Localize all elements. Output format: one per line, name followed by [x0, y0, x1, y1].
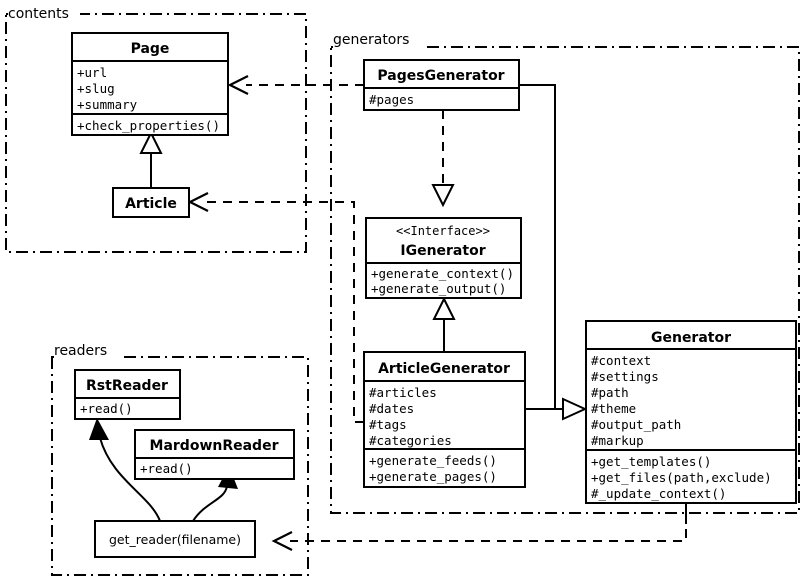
function-box-get-reader[interactable]: get_reader(filename) [94, 520, 256, 558]
class-method: #_update_context() [591, 486, 726, 501]
class-method: +generate_context() [371, 266, 514, 281]
relationship-pagesgenerator-inherits-generator [519, 84, 556, 409]
class-name-article: Article [125, 196, 177, 212]
class-name-rst-reader: RstReader [86, 378, 168, 394]
relationship-articlegenerator-inherits-generator [525, 397, 588, 421]
package-label-generators: generators [333, 32, 409, 48]
class-method: +get_templates() [591, 454, 711, 469]
class-method: +check_properties() [77, 118, 220, 133]
class-name-mardown-reader: MardownReader [150, 438, 279, 454]
class-name-igenerator: IGenerator [400, 243, 485, 259]
class-method: +generate_output() [371, 281, 506, 296]
class-name-article-generator: ArticleGenerator [378, 361, 510, 377]
class-name-page: Page [131, 41, 170, 57]
class-attribute: #output_path [591, 417, 681, 432]
class-method: +generate_pages() [369, 469, 497, 484]
relationship-pagesgenerator-uses-page [227, 75, 364, 95]
package-readers: readers [51, 342, 309, 576]
class-box-article-generator[interactable]: ArticleGenerator #articles #dates #tags … [363, 351, 526, 488]
class-attribute: #settings [591, 369, 659, 384]
relationship-articlegenerator-uses-article [187, 192, 364, 423]
class-box-generator[interactable]: Generator #context #settings #path #them… [585, 320, 797, 504]
class-box-page[interactable]: Page +url +slug +summary +check_properti… [71, 32, 229, 136]
class-attribute: #theme [591, 401, 636, 416]
package-contents: contents [5, 6, 307, 253]
class-attribute: #path [591, 385, 629, 400]
class-box-mardown-reader[interactable]: MardownReader +read() [134, 429, 295, 480]
relationship-pagesgenerator-realizes-igenerator [431, 110, 455, 208]
function-label-get-reader: get_reader(filename) [109, 532, 241, 547]
package-generators: generators [330, 31, 800, 514]
class-method: +read() [80, 401, 133, 416]
class-box-rst-reader[interactable]: RstReader +read() [74, 369, 181, 420]
class-attribute: #markup [591, 433, 644, 448]
class-name-pages-generator: PagesGenerator [377, 68, 504, 84]
class-method: +read() [140, 461, 193, 476]
class-attribute: +url [77, 65, 107, 80]
relationship-getreader-creates-rstreader [89, 418, 161, 522]
relationship-article-inherits-page [139, 130, 163, 188]
class-attribute: #dates [369, 401, 414, 416]
class-method: +generate_feeds() [369, 453, 497, 468]
class-method: +get_files(path,exclude) [591, 470, 772, 485]
class-stereotype-igenerator: <<Interface>> [396, 224, 490, 238]
package-label-contents: contents [8, 6, 69, 22]
class-attribute: +slug [77, 81, 115, 96]
package-label-readers: readers [54, 343, 107, 359]
class-attribute: #pages [369, 92, 414, 107]
relationship-articlegenerator-realizes-igenerator [432, 296, 456, 352]
class-attribute: +summary [77, 97, 138, 112]
class-attribute: #tags [369, 417, 407, 432]
class-attribute: #categories [369, 433, 452, 448]
class-box-article[interactable]: Article [112, 187, 190, 218]
class-name-generator: Generator [651, 330, 731, 346]
class-box-pages-generator[interactable]: PagesGenerator #pages [363, 59, 520, 111]
class-attribute: #context [591, 353, 651, 368]
relationship-generator-uses-getreader [271, 503, 687, 551]
class-box-igenerator[interactable]: <<Interface>> IGenerator +generate_conte… [365, 217, 522, 299]
class-attribute: #articles [369, 385, 437, 400]
